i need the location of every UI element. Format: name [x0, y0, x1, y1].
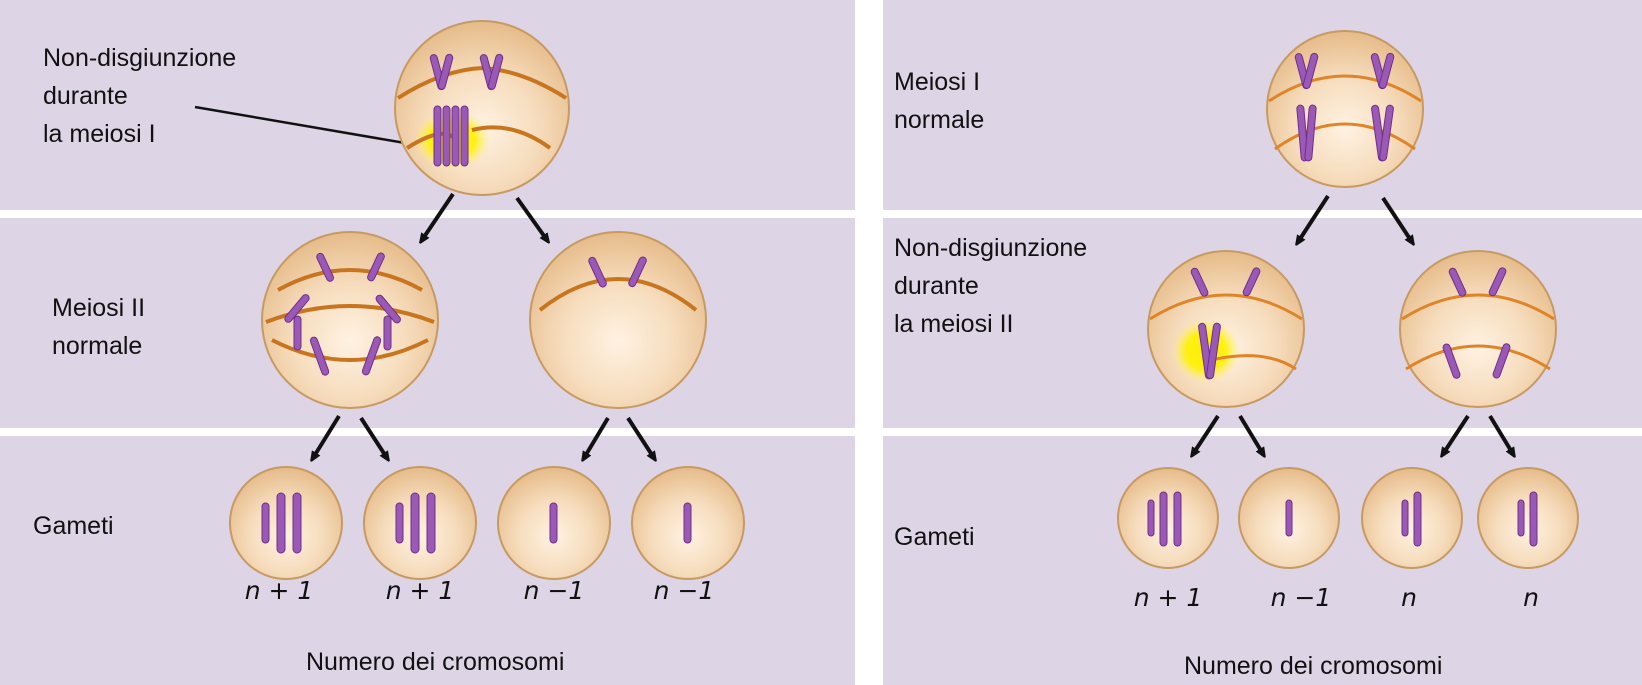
chromosome-count: n −1 [1270, 583, 1332, 612]
arrows-right [1193, 194, 1513, 454]
chromosome-count: n + 1 [244, 576, 314, 605]
cell-meiosis-2-right-a [1147, 250, 1305, 408]
chromosome-count: n [1401, 583, 1417, 612]
axis-label: Numero dei cromosomi [1184, 652, 1443, 680]
gamete-left-3 [497, 466, 611, 580]
chromosome-pair [429, 53, 504, 167]
arrows-left [313, 192, 654, 458]
gamete-right-3 [1361, 467, 1463, 569]
stage-label-meiosis-1: Non-disgiunzione durante la meiosi I [43, 44, 237, 148]
cell-meiosis-2-right-b [1399, 250, 1557, 408]
chromosome-count: n −1 [523, 576, 585, 605]
stage-label-meiosis-2: Non-disgiunzione durante la meiosi II [894, 234, 1088, 338]
chromosome-count: n [1523, 583, 1539, 612]
gamete-left-4 [631, 466, 745, 580]
chromosome-count: n −1 [653, 576, 715, 605]
band-meiosis-1 [883, 0, 1642, 210]
cell-meiosis-1-left [394, 20, 570, 196]
chromosome-count: n + 1 [1133, 583, 1203, 612]
chromosome-count: n + 1 [385, 576, 455, 605]
stage-label-meiosis-2: Meiosi II normale [52, 294, 146, 360]
stage-label-gametes: Gameti [894, 523, 975, 551]
cell-meiosis-2-left-a [261, 231, 439, 409]
cell-meiosis-1-right [1266, 30, 1424, 188]
axis-label: Numero dei cromosomi [306, 648, 565, 676]
gamete-left-1 [229, 466, 343, 580]
cell-meiosis-2-left-b [529, 231, 707, 409]
stage-label-gametes: Gameti [33, 512, 114, 540]
gamete-left-2 [363, 466, 477, 580]
gamete-right-1 [1117, 467, 1219, 569]
stage-label-meiosis-1: Meiosi I normale [894, 68, 985, 134]
gamete-right-4 [1477, 467, 1579, 569]
gamete-right-2 [1238, 467, 1340, 569]
pointer-line [194, 105, 441, 151]
